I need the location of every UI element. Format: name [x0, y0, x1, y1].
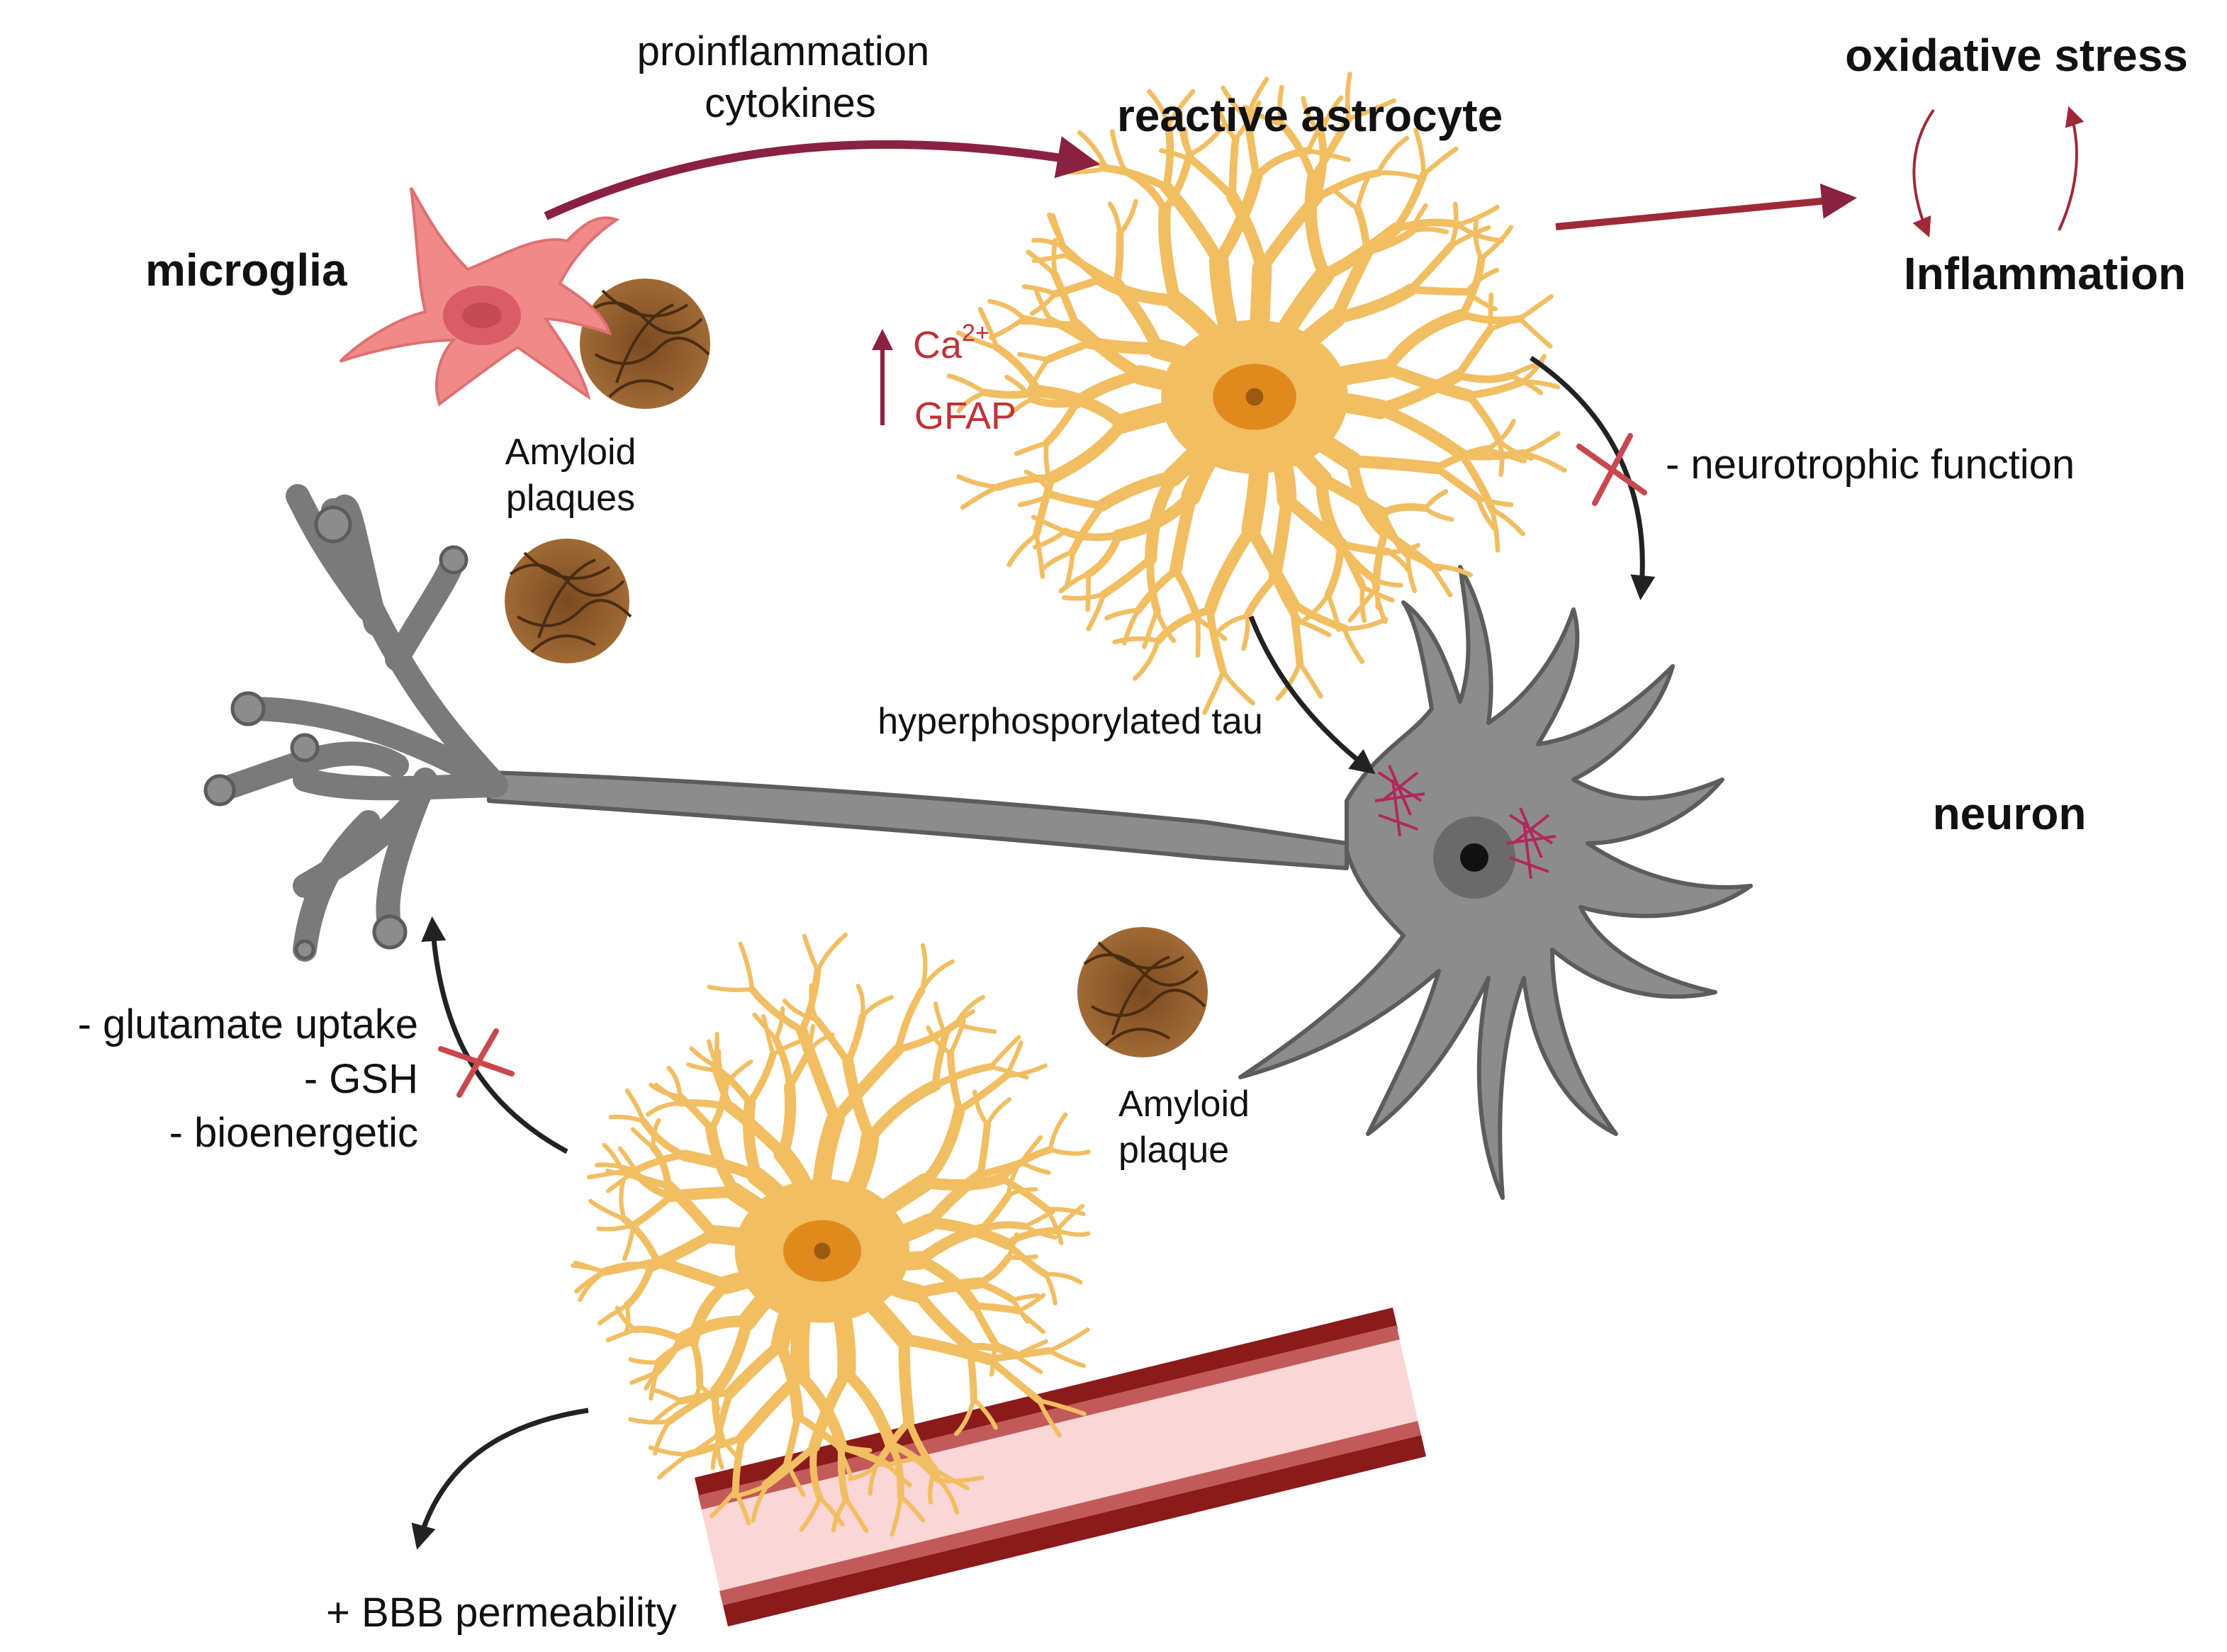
amyloid-plaque-1 [580, 279, 710, 409]
amyloid-plaque-3 [1077, 927, 1208, 1057]
astrocyte-cell [571, 933, 1091, 1537]
label-bioenergetic: - bioenergetic [169, 1110, 418, 1156]
label-amyloid-plaque: plaque [1118, 1130, 1229, 1171]
label-calcium: Ca2+ [913, 320, 989, 366]
glutamate-arrow [421, 916, 568, 1154]
label-glutamate-uptake: - glutamate uptake [78, 1001, 418, 1047]
reactive-astrocyte-cell [946, 72, 1567, 715]
label-oxidative-stress: oxidative stress [1845, 30, 2188, 81]
inhibit-x-icon [1576, 433, 1647, 506]
tau-arrow [1248, 615, 1376, 775]
label-microglia: microglia [145, 245, 347, 296]
label-cytokines: cytokines [705, 80, 876, 126]
cycle-arrow-up [2058, 106, 2085, 231]
cytokine-arrow [544, 136, 1100, 220]
label-amyloid-plaques: plaques [506, 478, 635, 519]
label-reactive-astrocyte: reactive astrocyte [1117, 90, 1503, 141]
microglia-cell [339, 187, 620, 407]
label-amyloid-plaques: Amyloid [505, 432, 636, 473]
cycle-arrow-down [1912, 108, 1935, 238]
tau-tangle [1374, 765, 1556, 880]
label-neurotrophic: - neurotrophic function [1666, 442, 2075, 488]
label-bbb-permeability: + BBB permeability [326, 1590, 677, 1636]
label-inflammation: Inflammation [1904, 248, 2186, 299]
bbb-arrow [411, 1407, 589, 1550]
inhibit-x-icon [438, 1028, 515, 1098]
label-proinflammation: proinflammation [637, 28, 930, 74]
label-neuron: neuron [1933, 788, 2087, 839]
oxidative-arrow [1555, 183, 1857, 230]
label-gsh: - GSH [304, 1056, 418, 1102]
amyloid-plaque-2 [505, 539, 632, 663]
neuron-cell [203, 484, 1753, 1200]
label-gfap: GFAP [914, 395, 1016, 437]
label-amyloid-plaque: Amyloid [1118, 1084, 1250, 1125]
label-hyperphos-tau: hyperphosporylated tau [877, 701, 1263, 742]
